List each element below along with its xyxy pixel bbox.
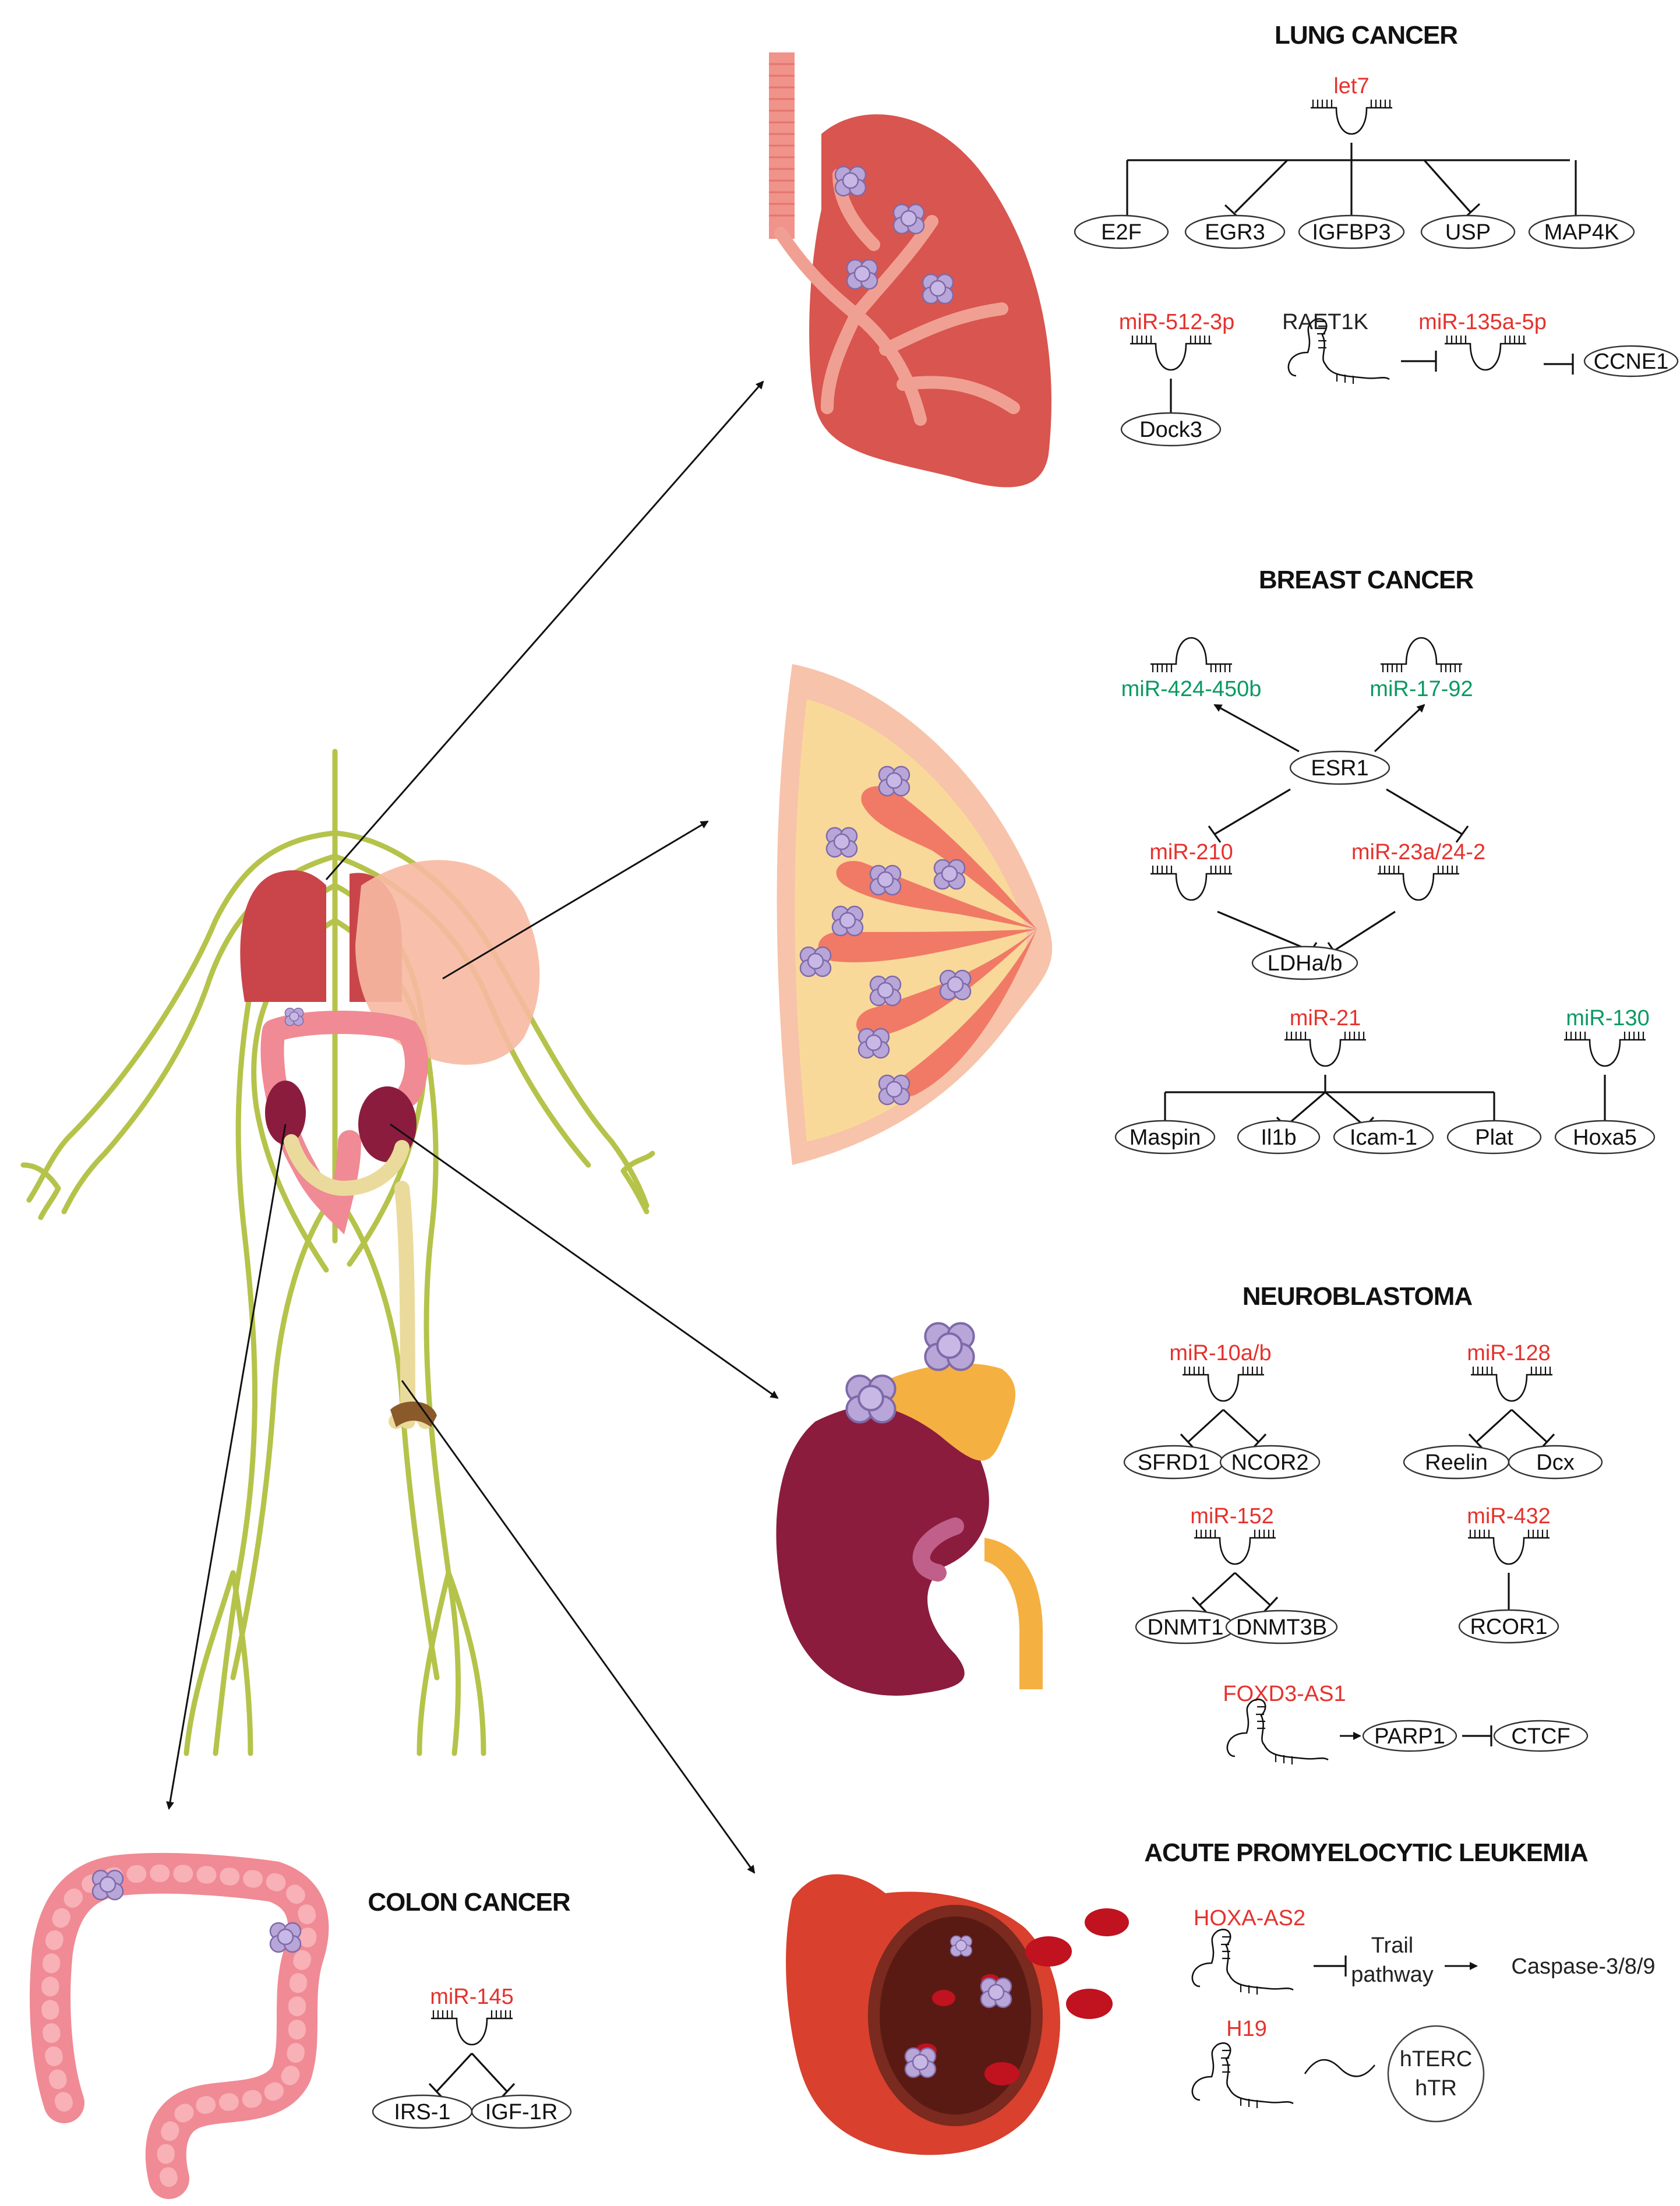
mir152-label: miR-152 bbox=[1190, 1504, 1274, 1529]
small-kidney-left bbox=[265, 1081, 306, 1145]
gene-ctcf: CTCF bbox=[1511, 1724, 1570, 1749]
gene-sfrd1: SFRD1 bbox=[1138, 1450, 1210, 1475]
mir145-label: miR-145 bbox=[430, 1985, 514, 2009]
gene-igf1r: IGF-1R bbox=[485, 2100, 558, 2124]
mir210-label: miR-210 bbox=[1149, 840, 1233, 864]
hterc-label-1: hTERC bbox=[1400, 2047, 1473, 2071]
breast-title: BREAST CANCER bbox=[1259, 566, 1474, 594]
body-illustration bbox=[20, 749, 655, 1756]
mir432-label: miR-432 bbox=[1467, 1504, 1551, 1529]
kidney-illustration bbox=[776, 1323, 1043, 1696]
colon-title: COLON CANCER bbox=[368, 1888, 570, 1916]
mir10-label: miR-10a/b bbox=[1169, 1341, 1271, 1365]
foxd3-label: FOXD3-AS1 bbox=[1223, 1682, 1346, 1706]
mir130-label: miR-130 bbox=[1566, 1006, 1650, 1030]
breast-cancer-panel: BREAST CANCER miR-424-450b miR-17-92 ESR… bbox=[1114, 566, 1656, 1155]
mir21-target-genes: Maspin Il1b Icam-1 Plat Hoxa5 bbox=[1114, 1120, 1656, 1155]
gene-rcor1: RCOR1 bbox=[1470, 1615, 1547, 1639]
skeleton-bones bbox=[284, 1134, 433, 1429]
breast-illustration bbox=[777, 664, 1053, 1165]
gene-dnmt3b: DNMT3B bbox=[1236, 1615, 1327, 1640]
trail-label-1: Trail bbox=[1371, 1933, 1413, 1958]
small-lung-left bbox=[240, 870, 326, 1002]
gene-esr1: ESR1 bbox=[1311, 756, 1368, 781]
lung-illustration bbox=[769, 52, 1051, 488]
caspase-label: Caspase-3/8/9 bbox=[1511, 1954, 1655, 1979]
apl-title: ACUTE PROMYELOCYTIC LEUKEMIA bbox=[1144, 1838, 1588, 1867]
gene-reelin: Reelin bbox=[1425, 1450, 1488, 1475]
gene-irs1: IRS-1 bbox=[394, 2100, 450, 2124]
apl-panel: ACUTE PROMYELOCYTIC LEUKEMIA HOXA-AS2 Tr… bbox=[1144, 1838, 1656, 2123]
gene-icam1: Icam-1 bbox=[1350, 1125, 1417, 1150]
mir128-label: miR-128 bbox=[1467, 1341, 1551, 1365]
gene-ldha: LDHa/b bbox=[1268, 951, 1343, 976]
neuroblastoma-panel: NEUROBLASTOMA miR-10a/b SFRD1 NCOR2 miR-… bbox=[1123, 1282, 1603, 1766]
gene-dnmt1: DNMT1 bbox=[1148, 1615, 1224, 1640]
trail-label-2: pathway bbox=[1351, 1963, 1434, 1987]
gene-ncor2: NCOR2 bbox=[1231, 1450, 1308, 1475]
mir21-label: miR-21 bbox=[1290, 1006, 1361, 1030]
lung-title: LUNG CANCER bbox=[1275, 21, 1457, 50]
gene-igfbp3: IGFBP3 bbox=[1312, 220, 1390, 245]
gene-map4k: MAP4K bbox=[1544, 220, 1619, 245]
mir512-label: miR-512-3p bbox=[1119, 310, 1235, 334]
gene-dock3: Dock3 bbox=[1139, 418, 1202, 442]
hterc-label-2: hTR bbox=[1415, 2076, 1457, 2101]
neuro-title: NEUROBLASTOMA bbox=[1243, 1282, 1473, 1311]
gene-ccne1: CCNE1 bbox=[1594, 350, 1669, 374]
hterc-circle bbox=[1387, 2025, 1485, 2123]
blood-vessel-illustration bbox=[786, 1874, 1129, 2155]
gene-hoxa5: Hoxa5 bbox=[1573, 1125, 1637, 1150]
gene-egr3: EGR3 bbox=[1205, 220, 1265, 245]
mir23-label: miR-23a/24-2 bbox=[1351, 840, 1485, 864]
mir17-label: miR-17-92 bbox=[1370, 677, 1473, 701]
h19-label: H19 bbox=[1226, 2017, 1267, 2041]
let7-label: let7 bbox=[1333, 74, 1369, 98]
gene-il1b: Il1b bbox=[1261, 1125, 1296, 1150]
gene-dcx: Dcx bbox=[1536, 1450, 1574, 1475]
gene-e2f: E2F bbox=[1101, 220, 1142, 245]
colon-illustration bbox=[30, 1852, 329, 2199]
gene-parp1: PARP1 bbox=[1374, 1724, 1445, 1749]
gene-usp: USP bbox=[1445, 220, 1491, 245]
mir135-label: miR-135a-5p bbox=[1418, 310, 1547, 334]
let7-target-genes: E2F EGR3 IGFBP3 USP MAP4K bbox=[1074, 214, 1635, 249]
gene-maspin: Maspin bbox=[1130, 1125, 1201, 1150]
mir424-label: miR-424-450b bbox=[1121, 677, 1262, 701]
hoxa-as2-label: HOXA-AS2 bbox=[1194, 1906, 1305, 1930]
small-breast bbox=[355, 860, 540, 1065]
colon-cancer-panel: COLON CANCER miR-145 IRS-1 IGF-1R bbox=[368, 1888, 572, 2129]
pointer-arrows bbox=[166, 380, 779, 1874]
gene-plat: Plat bbox=[1475, 1125, 1513, 1150]
nervous-system bbox=[20, 749, 655, 1756]
lung-cancer-panel: LUNG CANCER let7 E2F EGR3 IGFBP3 USP MAP… bbox=[1074, 21, 1679, 447]
